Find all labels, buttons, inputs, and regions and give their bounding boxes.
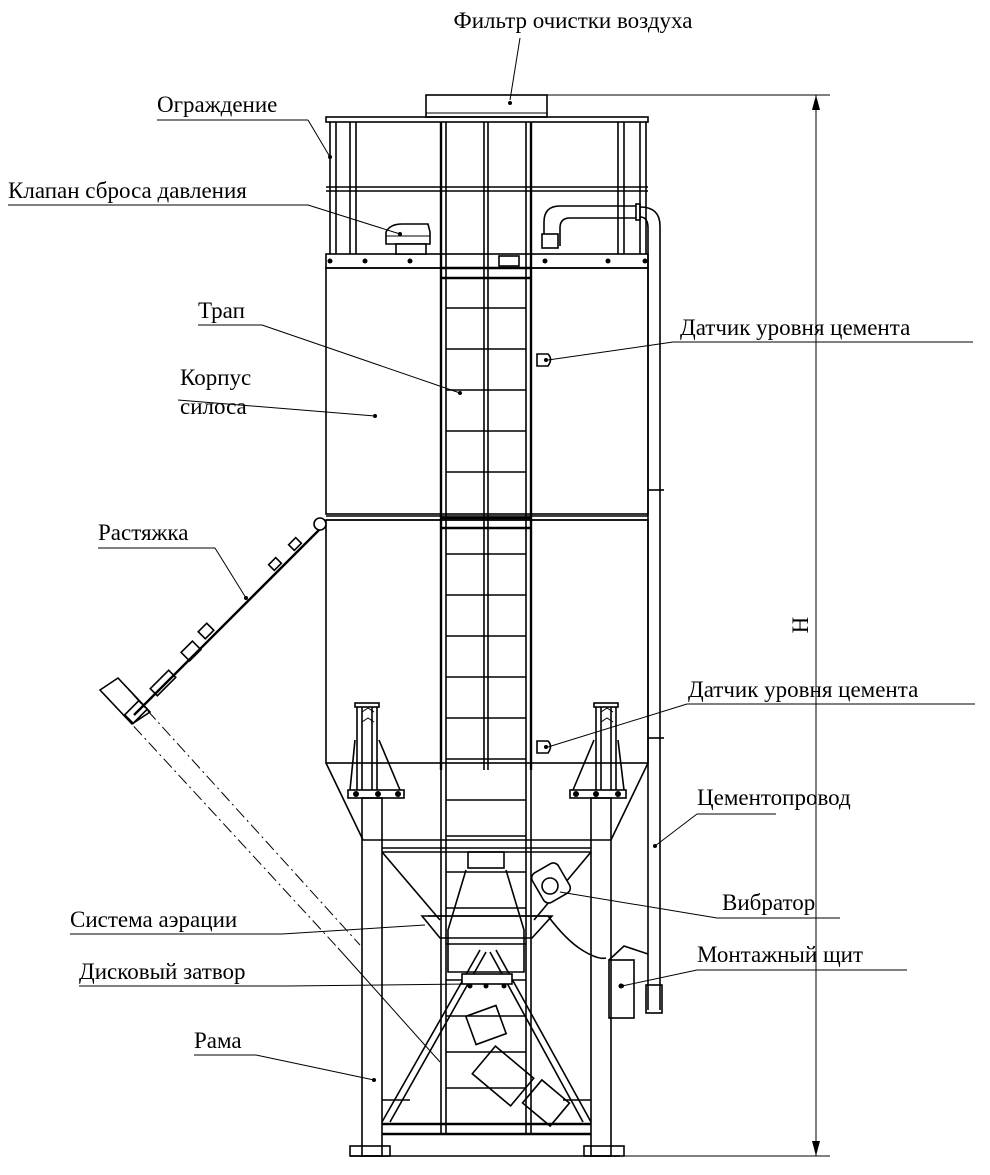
- label-relief-valve: Клапан сброса давления: [8, 178, 247, 203]
- leader-lines: [8, 37, 975, 1082]
- label-disc-valve: Дисковый затвор: [79, 959, 246, 984]
- label-control-panel: Монтажный щит: [697, 942, 863, 967]
- label-ladder: Трап: [198, 298, 245, 323]
- relief-valve: [385, 223, 431, 255]
- lower-ladder: [440, 770, 532, 1134]
- pipe-elbow: [541, 203, 664, 1014]
- level-sensor-bottom: [536, 740, 552, 754]
- labels: Фильтр очистки воздуха Ограждение Клапан…: [8, 8, 918, 1053]
- label-fence: Ограждение: [157, 92, 277, 117]
- air-filter: [425, 94, 548, 118]
- label-aeration: Система аэрации: [70, 907, 237, 932]
- roof-fence: [325, 116, 649, 269]
- label-level-sensor-bottom: Датчик уровня цемента: [688, 677, 918, 702]
- height-label: H: [788, 617, 813, 634]
- label-filter: Фильтр очистки воздуха: [454, 8, 693, 33]
- ladder-cage: [439, 122, 533, 770]
- vibrator: [530, 862, 607, 960]
- label-level-sensor-top: Датчик уровня цемента: [680, 315, 910, 340]
- label-guy-wire: Растяжка: [98, 520, 188, 545]
- label-vibrator: Вибратор: [722, 890, 815, 915]
- label-body-2: силоса: [180, 394, 247, 419]
- level-sensor-top: [536, 353, 552, 367]
- label-frame: Рама: [194, 1028, 242, 1053]
- height-dimension: H: [547, 94, 830, 1157]
- hopper: [420, 851, 571, 1128]
- label-body-1: Корпус: [180, 365, 251, 390]
- label-cement-pipe: Цементопровод: [697, 785, 851, 810]
- guy-wire: [98, 517, 441, 1063]
